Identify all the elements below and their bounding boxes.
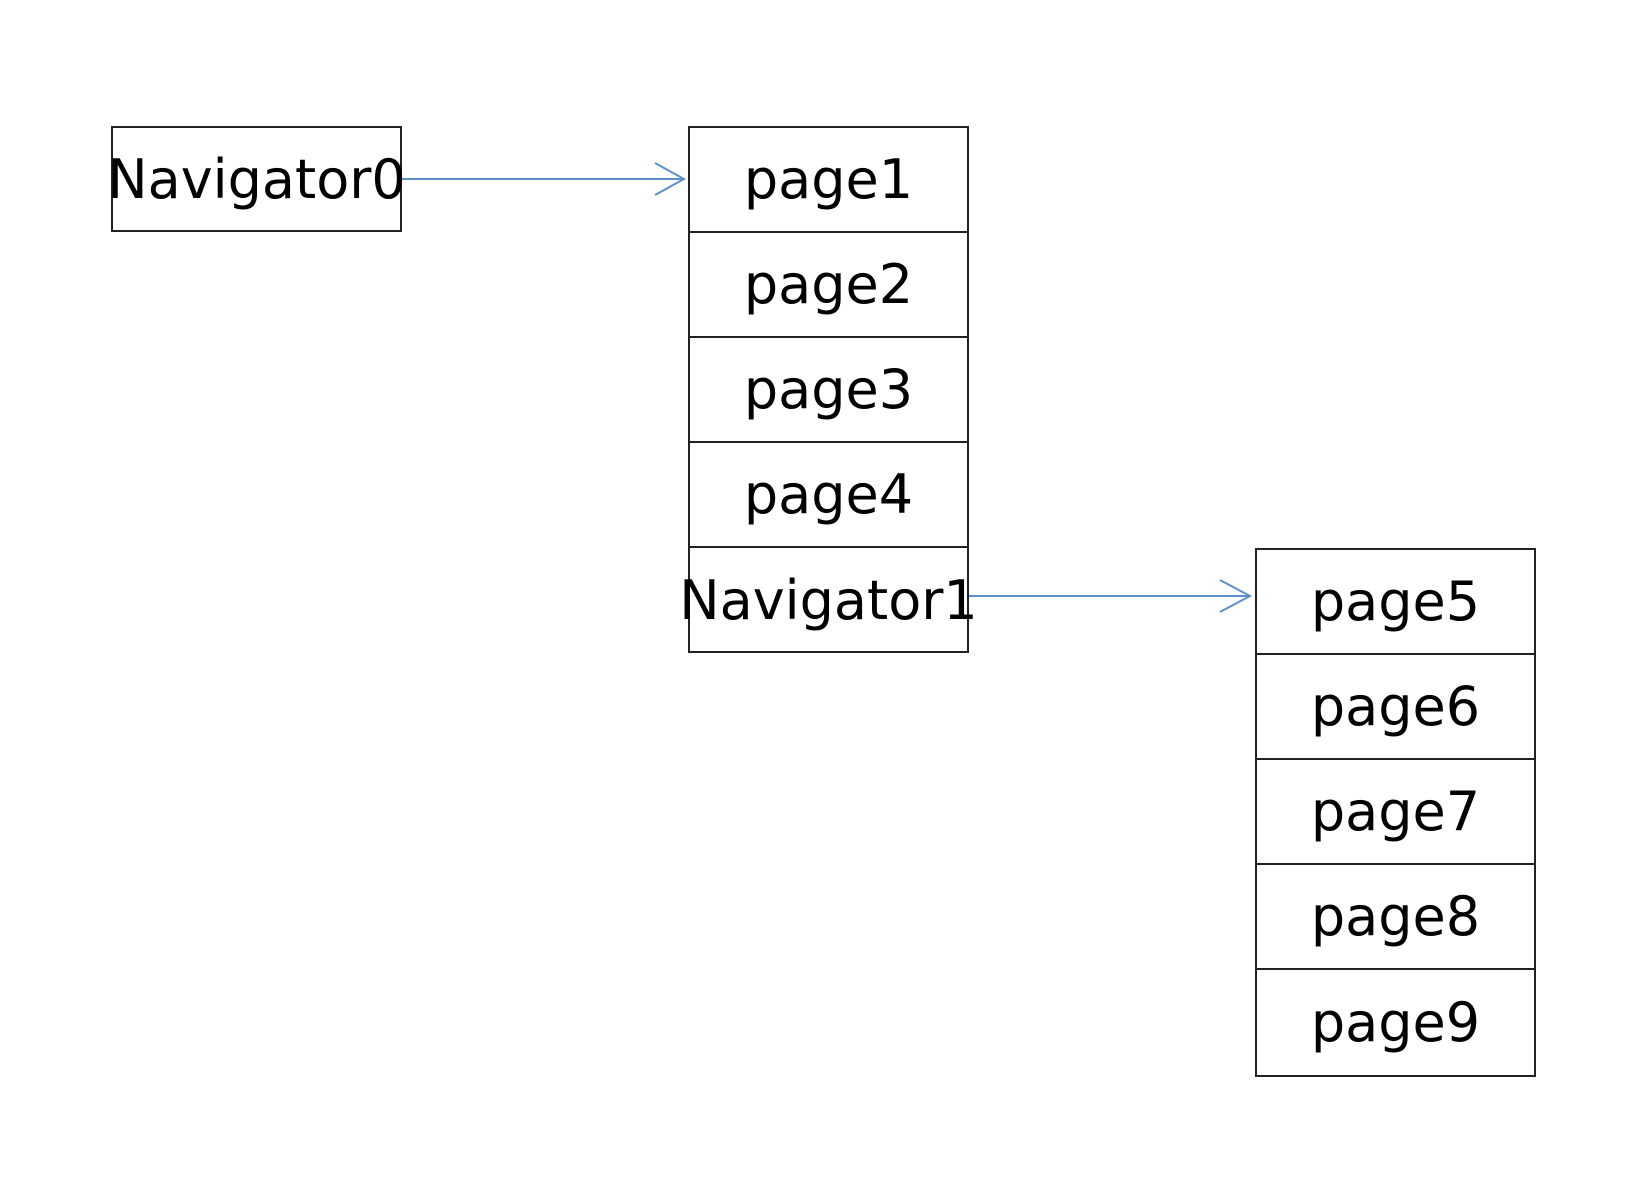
navigator0-page-stack: page1 page2 page3 page4 Navigator1 bbox=[679, 126, 978, 653]
page9-cell: page9 bbox=[1310, 991, 1481, 1054]
page3-cell: page3 bbox=[690, 338, 967, 443]
page6-cell: page6 bbox=[1257, 655, 1534, 760]
navigator1-page-stack: page5 page6 page7 page8 page9 bbox=[1255, 548, 1536, 1077]
page2-cell: page2 bbox=[690, 233, 967, 338]
navigator0-box: Navigator0 bbox=[107, 126, 406, 232]
page7-cell: page7 bbox=[1257, 760, 1534, 865]
navigator0-label: Navigator0 bbox=[107, 147, 406, 211]
page4-cell: page4 bbox=[690, 443, 967, 548]
page5-cell: page5 bbox=[1257, 550, 1534, 655]
arrow-navigator0-to-page1 bbox=[402, 162, 687, 196]
page8-cell: page8 bbox=[1257, 865, 1534, 970]
navigator1-cell: Navigator1 bbox=[679, 569, 978, 632]
page1-cell: page1 bbox=[690, 128, 967, 233]
arrow-navigator1-to-page5 bbox=[969, 579, 1253, 613]
